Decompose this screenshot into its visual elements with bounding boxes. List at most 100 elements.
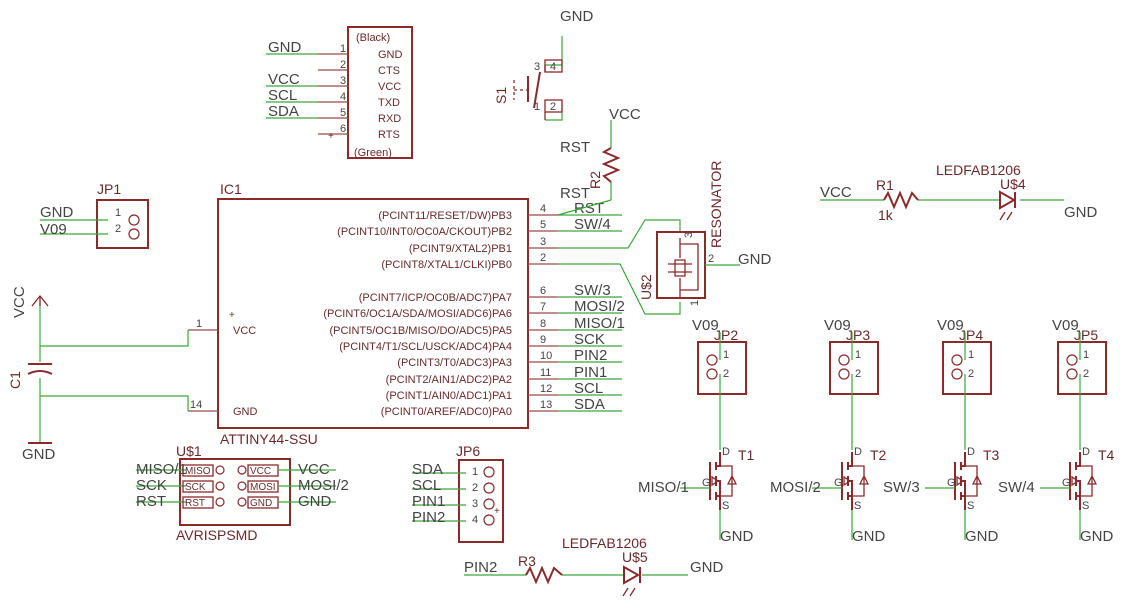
ic1-net-label: PIN1 — [574, 364, 607, 381]
ic1-pin-num: 13 — [540, 399, 552, 411]
transistor-ref: T3 — [983, 447, 1000, 463]
resistor-r3[interactable]: R3 PIN2 — [464, 553, 688, 585]
ic1-pin-label: (PCINT6/OC1A/SDA/MOSI/ADC6)PA6 — [323, 308, 512, 320]
led-u4-net-gnd: GND — [1064, 204, 1098, 221]
jp6-pin-num: 2 — [472, 482, 478, 494]
ftdi-net-label: SDA — [268, 103, 299, 120]
switch-s1[interactable]: 3 4 1 2 S1 GND RST — [493, 8, 594, 156]
ic1-pin-num: 7 — [540, 301, 546, 313]
isp-net-label: MISO/1 — [136, 461, 187, 478]
jumper-pin: 2 — [855, 368, 861, 380]
isp-net-label: GND — [298, 493, 332, 510]
r1-value: 1k — [878, 207, 894, 223]
c1-net-vcc: VCC — [11, 286, 28, 318]
r3-net-pin2: PIN2 — [464, 559, 497, 576]
ic1-pin-label: (PCINT9/XTAL2)PB1 — [409, 243, 512, 255]
transistor-ref: T4 — [1098, 447, 1115, 463]
header-jp1[interactable]: JP1 1 2 GND V09 — [40, 181, 149, 249]
transistor-gate-net: SW/3 — [883, 479, 920, 496]
resonator-u2[interactable]: 3 2 1 U$2 RESONATOR GND — [638, 161, 772, 306]
led-u5[interactable]: LEDFAB1206 U$5 GND — [562, 535, 724, 597]
r1-net-vcc: VCC — [820, 184, 852, 201]
ic1-pin-label: (PCINT2/AIN1/ADC2)PA2 — [386, 374, 512, 386]
ftdi-net-label: GND — [268, 39, 302, 56]
ftdi-bottom-label: (Green) — [354, 147, 392, 159]
jp1-net-v09: V09 — [40, 221, 67, 238]
ic1-net-label: SDA — [574, 396, 605, 413]
ic1-attiny44[interactable]: IC1 ATTINY44-SSU 1 14 VCC GND + (PCINT11… — [188, 181, 625, 447]
resistor-r1[interactable]: R1 1k VCC — [820, 177, 1064, 223]
jp6-marker: + — [494, 506, 500, 517]
resistor-r2[interactable]: R2 VCC RST — [560, 106, 641, 202]
led-u5-part: LEDFAB1206 — [562, 535, 647, 551]
ic1-net-label: MOSI/2 — [574, 298, 625, 315]
ftdi-net-label: VCC — [268, 71, 300, 88]
ic1-pin-label: GND — [233, 406, 258, 418]
transistor-pin: S — [1082, 500, 1089, 512]
jp6-net-label: SCL — [412, 477, 441, 494]
ftdi-pin-num: 2 — [340, 59, 346, 71]
jp1-ref: JP1 — [97, 181, 121, 197]
transistor-pin: S — [854, 500, 861, 512]
ic1-pin-label: (PCINT1/AIN0/ADC1)PA1 — [386, 390, 512, 402]
transistor-gate-net: SW/4 — [998, 479, 1035, 496]
jumper-net-v09: V09 — [692, 317, 719, 334]
ic1-net-label: PIN2 — [574, 347, 607, 364]
ic1-pin-label: (PCINT0/AREF/ADC0)PA0 — [381, 406, 512, 418]
ftdi-top-label: (Black) — [356, 32, 390, 44]
transistor-net-gnd: GND — [852, 528, 886, 545]
jumper-pin: 2 — [968, 368, 974, 380]
jp6-net-label: PIN1 — [412, 493, 445, 510]
ic1-net-label: MISO/1 — [574, 315, 625, 332]
led-u4[interactable]: LEDFAB1206 U$4 GND — [936, 162, 1098, 221]
ic1-pin-num: 1 — [196, 318, 202, 330]
ic1-pin-num: 10 — [540, 350, 552, 362]
s1-pin: 4 — [550, 61, 556, 73]
capacitor-c1[interactable]: C1 VCC GND — [7, 286, 56, 463]
s1-net-rst: RST — [560, 139, 590, 156]
ftdi-pin-label: CTS — [378, 65, 400, 77]
ftdi-net-label: SCL — [268, 87, 297, 104]
transistor-ref: T2 — [870, 447, 887, 463]
led-u4-part: LEDFAB1206 — [936, 162, 1021, 178]
resonator-net-gnd: GND — [738, 251, 772, 268]
jumper-pin: 2 — [723, 368, 729, 380]
ic1-net-label: SCL — [574, 380, 603, 397]
resonator-pin: 3 — [683, 232, 695, 238]
transistor-net-gnd: GND — [1080, 528, 1114, 545]
wire-pb1-xtal — [558, 219, 681, 249]
r2-ref: R2 — [587, 171, 603, 189]
wire-pb3-rst — [557, 199, 612, 216]
ic1-pin-num: 4 — [540, 203, 546, 215]
ic1-pin-num: 12 — [540, 383, 552, 395]
jumper-pin: 1 — [855, 349, 861, 361]
jumper-pin: 1 — [1083, 349, 1089, 361]
ftdi-pin-num: 4 — [340, 91, 346, 103]
jp1-pin: 2 — [115, 223, 121, 235]
transistor-net-gnd: GND — [720, 528, 754, 545]
ic1-pin-num: 14 — [190, 399, 202, 411]
jp6-pin-num: 3 — [472, 498, 478, 510]
c1-ref: C1 — [7, 371, 23, 389]
transistor-pin: G — [834, 477, 843, 489]
jumper-pin: 1 — [723, 349, 729, 361]
s1-pin: 3 — [534, 61, 540, 73]
ic1-pin-num: 8 — [540, 318, 546, 330]
isp-ref: U$1 — [176, 443, 202, 459]
ic1-ref: IC1 — [220, 181, 242, 197]
ic1-net-label: SCK — [574, 331, 605, 348]
resonator-label: RESONATOR — [708, 161, 724, 248]
jp6-net-label: SDA — [412, 461, 443, 478]
